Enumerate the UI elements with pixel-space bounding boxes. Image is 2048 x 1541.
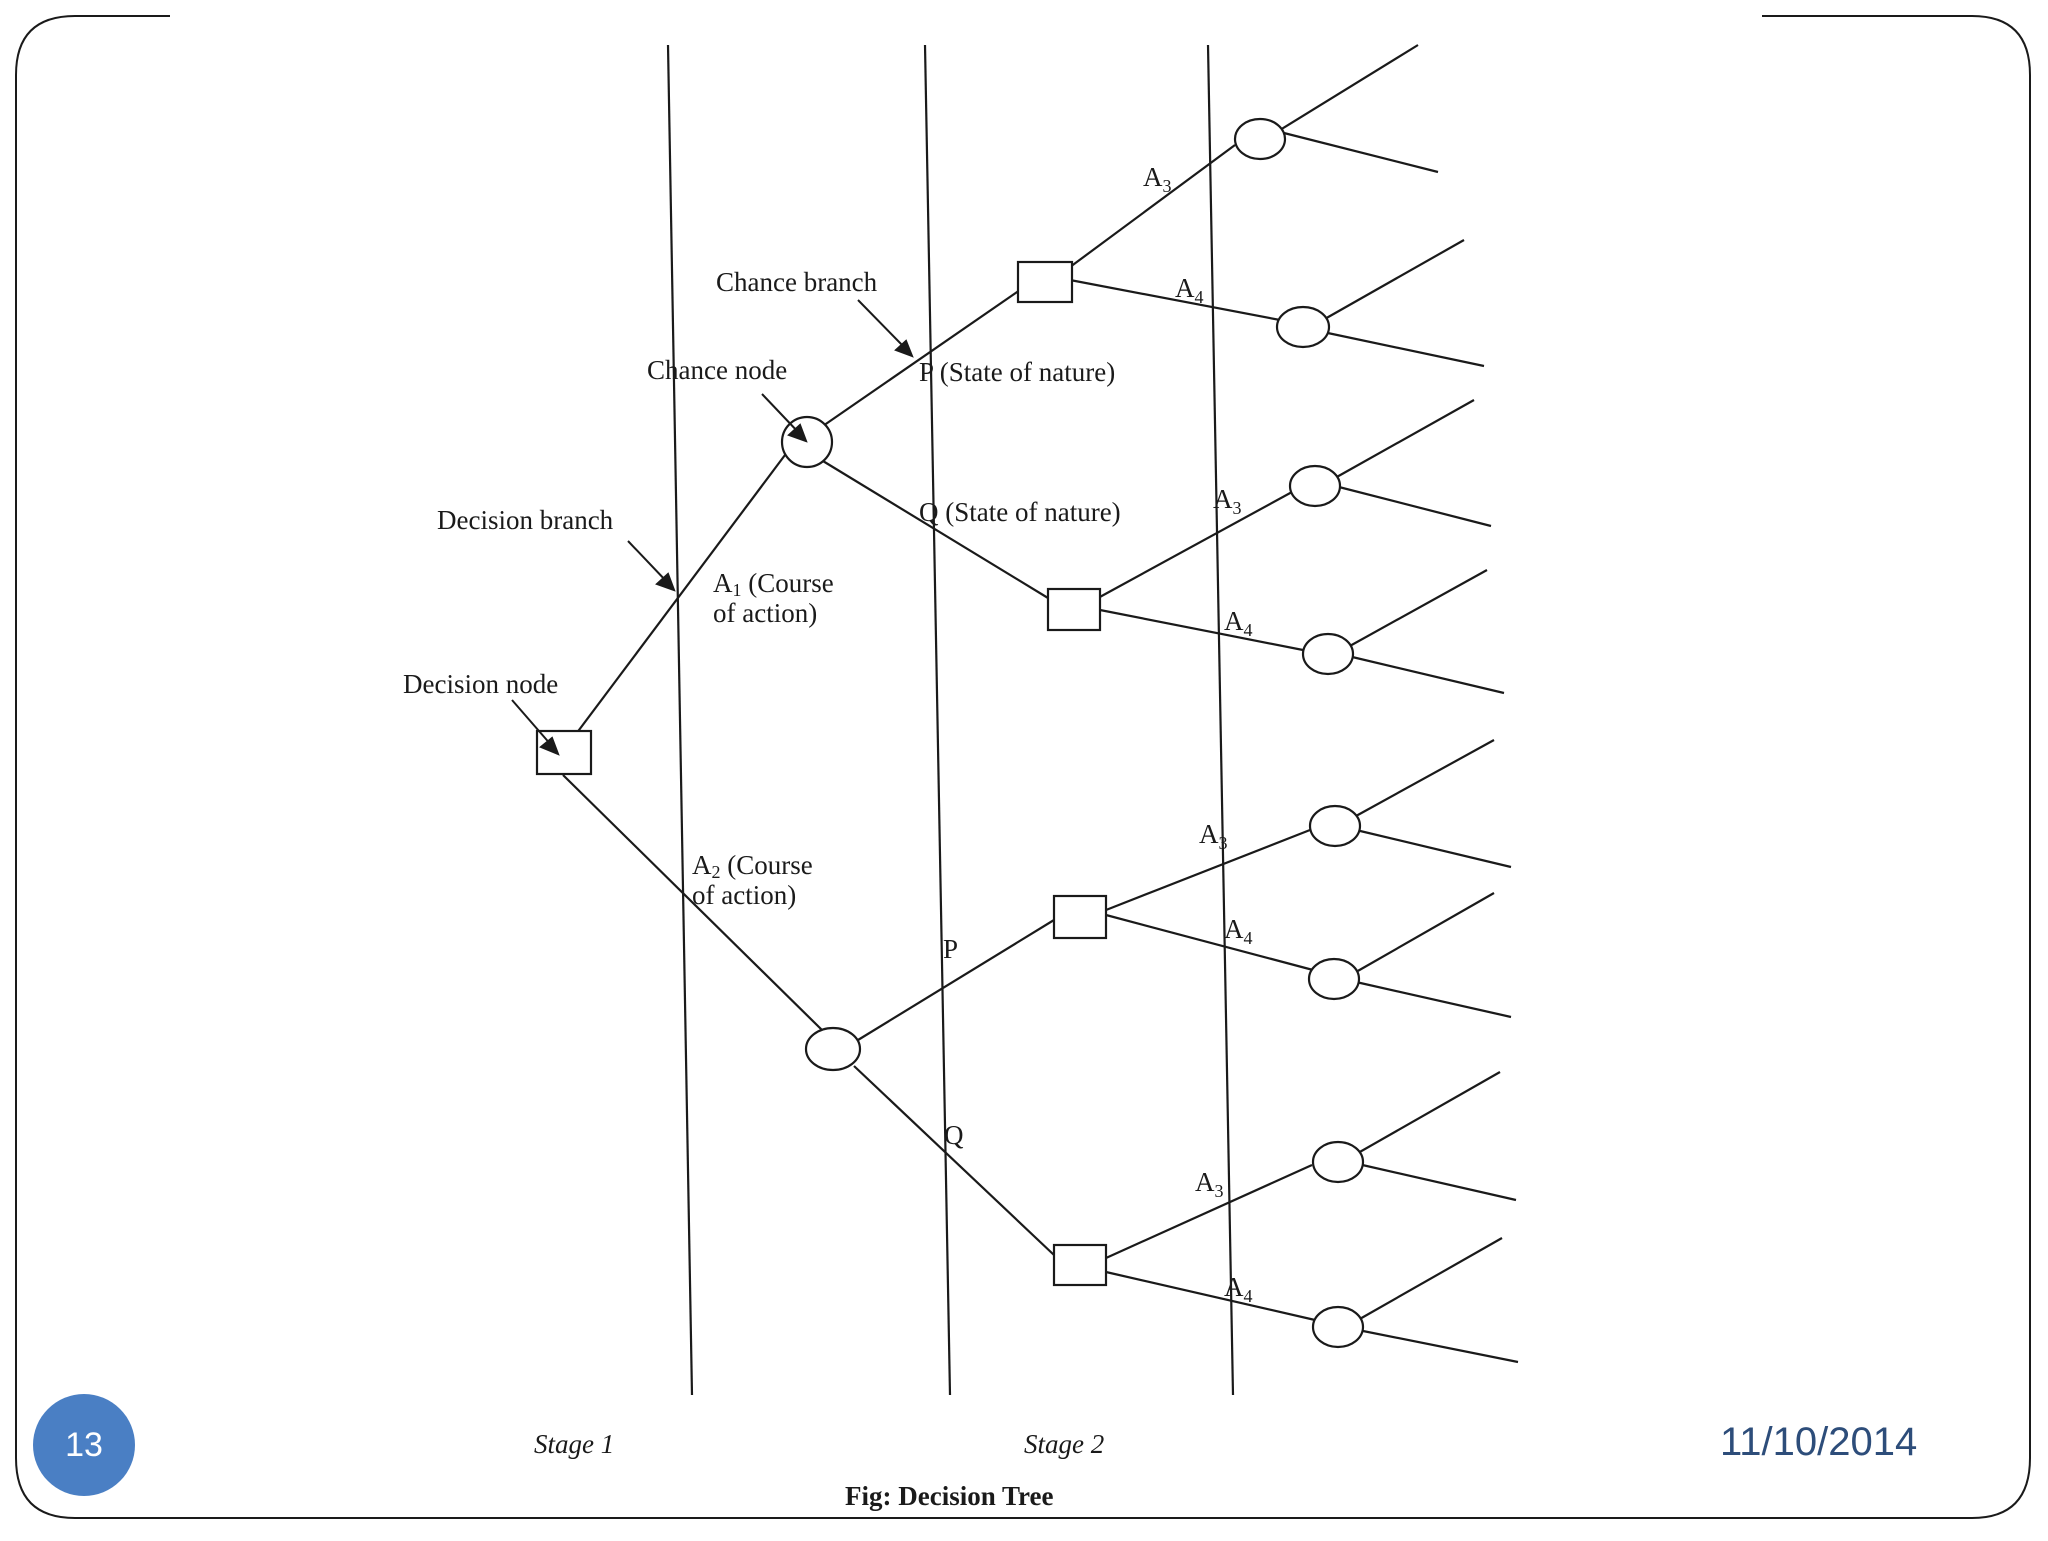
- figure-caption: Fig: Decision Tree: [845, 1481, 1053, 1511]
- decision-node: [1052, 1243, 1108, 1287]
- decision-node: [1052, 894, 1108, 940]
- branch-a2: [562, 774, 823, 1031]
- arrow-decision-branch: [627, 540, 669, 584]
- branch-a3: [1105, 828, 1311, 912]
- label-a3: A3: [1213, 484, 1242, 518]
- outcome-branch: [1322, 330, 1485, 368]
- outcome-branch: [1279, 44, 1419, 131]
- branch-a4: [1069, 278, 1281, 322]
- outcome-branch: [1355, 828, 1512, 869]
- decision-node: [1016, 260, 1074, 304]
- branch-a3: [1065, 144, 1236, 271]
- outcome-branch: [1347, 569, 1488, 648]
- chance-node: [1311, 1305, 1365, 1349]
- outcome-branch: [1279, 130, 1439, 174]
- outcome-branch: [1355, 892, 1495, 973]
- branch-a1: [572, 454, 786, 739]
- label-a3: A3: [1143, 162, 1172, 196]
- arrowhead: [787, 423, 808, 443]
- label-decision-node: Decision node: [403, 669, 558, 699]
- arrow-chance-branch: [857, 299, 907, 350]
- label-chance-node: Chance node: [647, 355, 787, 385]
- outcome-branch: [1357, 1328, 1519, 1364]
- outcome-branch: [1347, 654, 1505, 695]
- label-a4: A4: [1224, 606, 1253, 640]
- chance-node: [1301, 632, 1355, 676]
- label-p: P: [943, 934, 958, 964]
- branch-a3: [1097, 491, 1293, 599]
- label-a4: A4: [1224, 914, 1253, 948]
- outcome-branch: [1357, 1237, 1503, 1321]
- branch-p-top: [819, 289, 1021, 429]
- outcome-branch: [1355, 980, 1512, 1019]
- decision-node: [1046, 587, 1102, 632]
- arrowhead: [539, 736, 560, 756]
- chance-node: [804, 1026, 862, 1072]
- branch-q-top: [817, 457, 1049, 599]
- arrowhead: [655, 572, 676, 592]
- chance-node: [1275, 305, 1331, 349]
- label-q-state: Q (State of nature): [919, 497, 1121, 527]
- label-a3: A3: [1199, 819, 1228, 853]
- outcome-branch: [1357, 1162, 1517, 1202]
- arrow-decision-node: [511, 699, 553, 747]
- branch-p-bottom: [857, 919, 1055, 1041]
- stage-label-1: Stage 1: [534, 1429, 614, 1459]
- page-number-badge: 13: [33, 1394, 135, 1496]
- label-a2: A2 (Course: [692, 850, 813, 882]
- chance-node: [1307, 957, 1361, 1001]
- slide-frame: [15, 15, 2031, 1519]
- chance-node: [1288, 464, 1342, 508]
- outcome-branch: [1357, 1071, 1501, 1154]
- label-a3: A3: [1195, 1167, 1224, 1201]
- arrowhead: [894, 339, 914, 358]
- label-chance-branch: Chance branch: [716, 267, 878, 297]
- label-a2-line2: of action): [692, 880, 796, 910]
- branch-a4: [1105, 1270, 1316, 1322]
- label-a1-line2: of action): [713, 598, 817, 628]
- branch-a4: [1105, 913, 1314, 972]
- outcome-branch: [1355, 739, 1495, 817]
- slide-date: 11/10/2014: [1720, 1420, 1918, 1464]
- stage-divider-2: [923, 44, 952, 1396]
- stage-label-2: Stage 2: [1024, 1429, 1104, 1459]
- stage-divider-1: [666, 44, 694, 1396]
- outcome-branch: [1334, 484, 1492, 528]
- label-q: Q: [944, 1120, 964, 1150]
- outcome-branch: [1322, 239, 1465, 321]
- chance-node: [1308, 804, 1362, 848]
- outcome-branch: [1334, 399, 1475, 479]
- arrow-chance-node: [761, 393, 801, 435]
- label-a4: A4: [1224, 1272, 1253, 1306]
- branch-a3: [1105, 1163, 1313, 1260]
- label-a1: A1 (Course: [713, 568, 834, 600]
- branch-q-bottom: [853, 1065, 1055, 1256]
- stage-divider-3: [1206, 44, 1235, 1396]
- chance-node: [1233, 117, 1287, 161]
- label-p-state: P (State of nature): [919, 357, 1115, 387]
- chance-node: [1311, 1140, 1365, 1184]
- branch-a4: [1099, 608, 1304, 652]
- label-decision-branch: Decision branch: [437, 505, 614, 535]
- label-a4: A4: [1175, 273, 1204, 307]
